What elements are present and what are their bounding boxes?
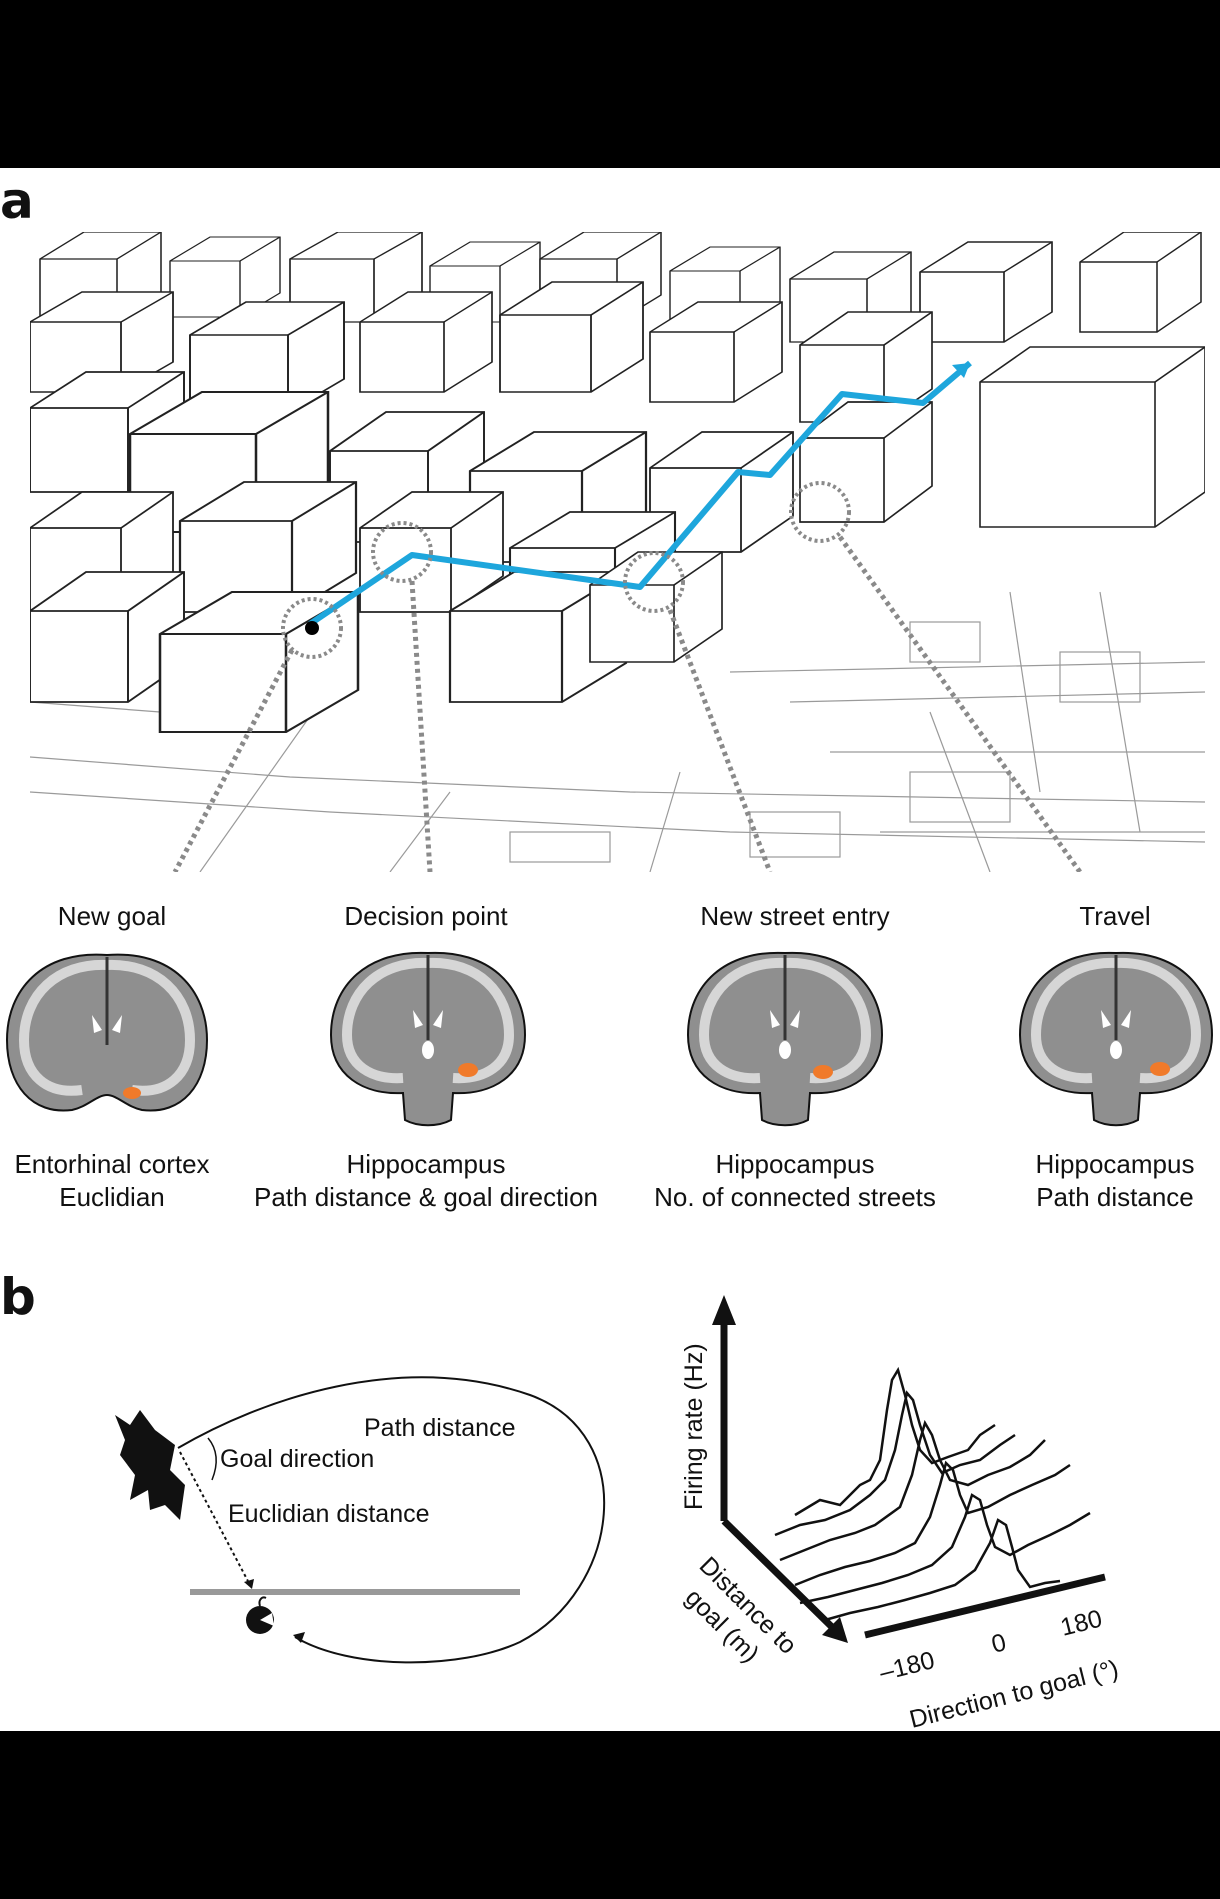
goal-direction-label: Goal direction <box>220 1445 375 1473</box>
y-axis-label: Firing rate (Hz) <box>680 1343 708 1510</box>
euclidian-distance-label: Euclidian distance <box>228 1500 430 1528</box>
stage-title-travel: Travel <box>1079 901 1151 931</box>
measure-label-travel: Path distance <box>1036 1182 1194 1212</box>
region-label-new-street-entry: Hippocampus <box>715 1149 875 1179</box>
region-label-decision-point: Hippocampus <box>346 1149 506 1179</box>
path-distance-label: Path distance <box>364 1414 516 1442</box>
x-axis-label: Direction to goal (°) <box>907 1655 1122 1730</box>
region-label-travel: Hippocampus <box>1035 1149 1195 1179</box>
brain-slice-decision-point <box>329 951 527 1127</box>
stage-title-new-goal: New goal <box>57 901 167 931</box>
region-label-new-goal: Entorhinal cortex <box>14 1149 210 1179</box>
x-tick-neg180: –180 <box>877 1646 938 1687</box>
stage-title-decision-point: Decision point <box>344 901 508 931</box>
x-tick-0: 0 <box>989 1628 1009 1659</box>
route-path <box>308 360 972 627</box>
stage-title-new-street-entry: New street entry <box>700 901 890 931</box>
measure-label-new-street-entry: No. of connected streets <box>654 1182 936 1212</box>
measure-label-new-goal: Euclidian <box>59 1182 165 1212</box>
bat-icon <box>115 1410 185 1520</box>
x-tick-180: 180 <box>1058 1605 1105 1642</box>
firing-rate-3d-plot: Firing rate (Hz) Distance to goal (m) –1… <box>680 1295 1122 1730</box>
brain-slice-travel <box>1018 951 1214 1127</box>
brain-slice-entorhinal <box>5 953 209 1112</box>
panel-b-letter: b <box>0 1268 36 1326</box>
measure-label-decision-point: Path distance & goal direction <box>254 1182 598 1212</box>
city-map-illustration <box>30 232 1205 872</box>
brain-slice-new-street-entry <box>686 951 884 1127</box>
bat-navigation-schematic <box>115 1376 606 1664</box>
panel-a-letter: a <box>0 172 34 230</box>
